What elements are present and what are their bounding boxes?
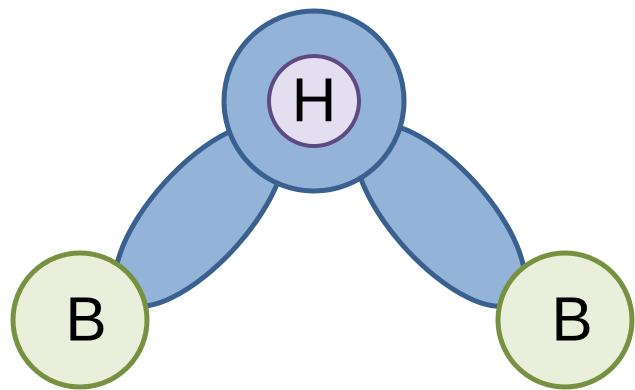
left-boron-label: B — [65, 286, 106, 355]
hydrogen-atom: H — [221, 8, 407, 194]
left-boron-atom: B — [10, 250, 150, 390]
right-boron-label: B — [551, 286, 592, 355]
hydrogen-label: H — [292, 67, 337, 136]
right-boron-atom: B — [495, 250, 635, 390]
left-boron-circle — [10, 250, 150, 390]
right-boron-circle — [495, 250, 635, 390]
hydrogen-inner-circle — [267, 54, 361, 148]
